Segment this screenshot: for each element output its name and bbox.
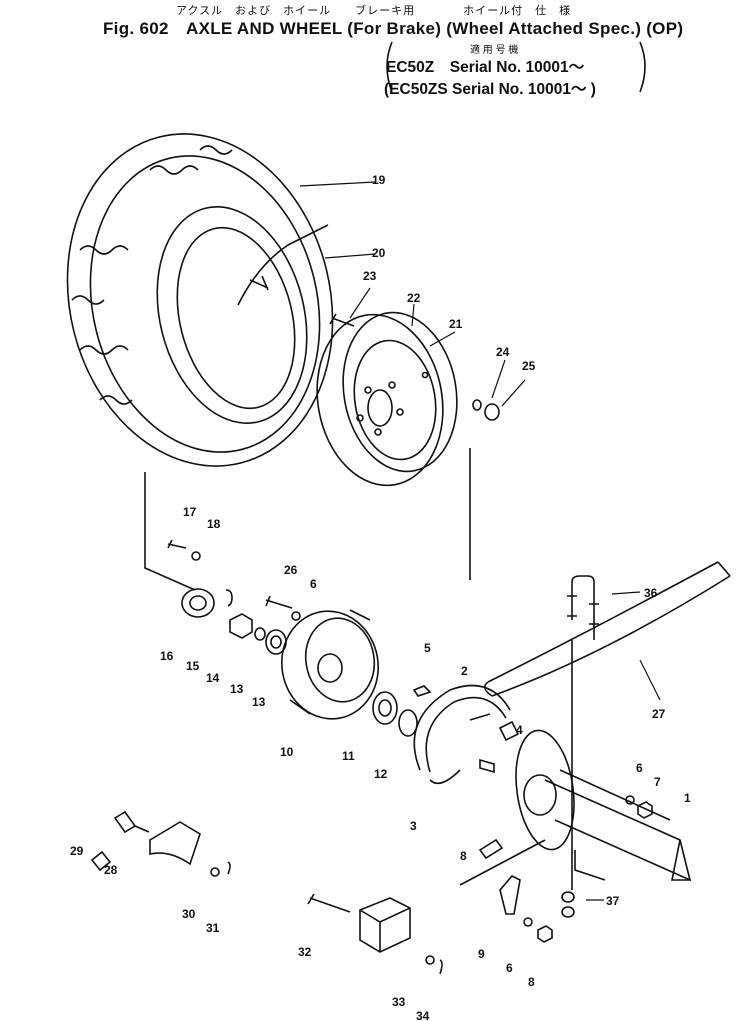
callout-14: 13: [230, 682, 244, 696]
callout-13: 13: [252, 695, 266, 709]
callout-29: 28: [104, 863, 118, 877]
brake-drum-drawing: [281, 609, 379, 720]
callout-32: 31: [206, 921, 220, 935]
callout-10: 10: [280, 745, 294, 759]
callout-33: 32: [298, 945, 312, 959]
callout-8: 8: [460, 849, 467, 863]
callout-3: 3: [410, 819, 417, 833]
callout-5: 5: [424, 641, 431, 655]
bolt-24-drawing: [329, 313, 355, 327]
serial-right-paren: [639, 41, 646, 93]
serial-line-1: EC50Z Serial No. 10001～: [386, 59, 585, 76]
u-bolt-drawing: [571, 575, 595, 640]
callout-18: 17: [183, 505, 197, 519]
callout-19: 18: [207, 517, 221, 531]
callout-4: 4: [516, 723, 523, 737]
leaf-spring-drawing: [484, 561, 731, 697]
callout-11: 11: [342, 749, 355, 763]
brake-shoe-drawing: [413, 684, 511, 785]
callout-6-right: 6: [636, 761, 643, 775]
header-kana-line: アクスル および ホイール ブレーキ用 ホイール付 仕 様: [176, 5, 572, 17]
callout-21: 20: [372, 246, 386, 260]
figure-title: Fig. 602 AXLE AND WHEEL (For Brake) (Whe…: [103, 19, 684, 38]
callout-26: 25: [522, 359, 536, 373]
callout-20: 19: [372, 173, 386, 187]
callout-22: 21: [449, 317, 463, 331]
callout-6-top: 6: [310, 577, 317, 591]
callout-35: 34: [416, 1009, 430, 1021]
callout-16: 15: [186, 659, 200, 673]
callout-6-bottom: 6: [506, 961, 513, 975]
callout-31: 30: [182, 907, 196, 921]
callout-37: 37: [606, 894, 620, 908]
callout-25: 24: [496, 345, 510, 359]
applicable-label: 適 用 号 機: [470, 45, 519, 56]
serial-line-2: (EC50ZS Serial No. 10001～ ): [384, 81, 596, 98]
callout-24: 23: [363, 269, 377, 283]
callout-28: 27: [652, 707, 666, 721]
serial-left-paren: [386, 41, 393, 93]
callout-7-right: 7: [654, 775, 661, 789]
callout-12: 12: [374, 767, 388, 781]
callout-30: 29: [70, 844, 84, 858]
callout-15: 14: [206, 671, 220, 685]
callout-1: 1: [684, 791, 691, 805]
wheel-rim-drawing: [316, 311, 458, 487]
callout-27: 26: [284, 563, 298, 577]
callout-7-bottom: 8: [528, 975, 535, 989]
callout-17: 16: [160, 649, 174, 663]
axle-housing-drawing: [515, 729, 692, 882]
callout-2: 2: [461, 664, 468, 678]
callout-36: 36: [644, 586, 658, 600]
callout-23: 22: [407, 291, 421, 305]
callout-34: 33: [392, 995, 406, 1009]
tire-drawing: [66, 133, 334, 467]
callout-9: 9: [478, 947, 485, 961]
